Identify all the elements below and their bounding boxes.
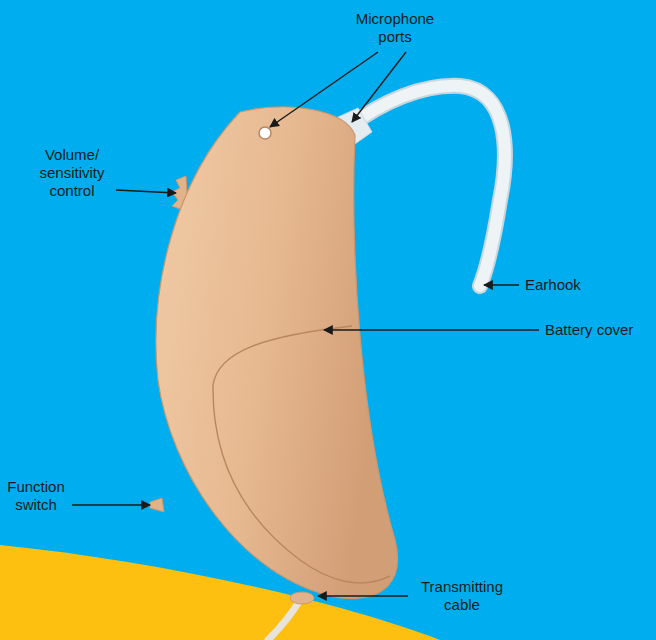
part-label: Microphone ports xyxy=(343,10,447,46)
part-label: Function switch xyxy=(4,478,68,514)
function-switch xyxy=(150,498,164,512)
earhook xyxy=(350,86,505,286)
leader-lines xyxy=(72,52,539,596)
earhook-outline xyxy=(350,86,505,286)
part-label: Earhook xyxy=(525,276,581,294)
leader-line xyxy=(72,504,150,505)
cable-socket xyxy=(290,592,314,604)
battery-cover-seam xyxy=(213,326,352,385)
part-label: Battery cover xyxy=(545,321,633,339)
transmitting-cable xyxy=(268,600,300,640)
battery-cover-seam xyxy=(213,385,390,583)
microphone-port xyxy=(259,127,271,139)
leader-line xyxy=(484,284,519,285)
leader-line xyxy=(318,595,408,596)
leader-line xyxy=(116,190,176,193)
leader-line xyxy=(352,52,406,122)
hearing-aid-body xyxy=(156,107,398,599)
leader-line xyxy=(270,52,378,127)
part-label: Transmitting cable xyxy=(410,578,514,614)
leader-line xyxy=(324,329,539,330)
part-label: Volume/ sensitivity control xyxy=(26,146,118,200)
